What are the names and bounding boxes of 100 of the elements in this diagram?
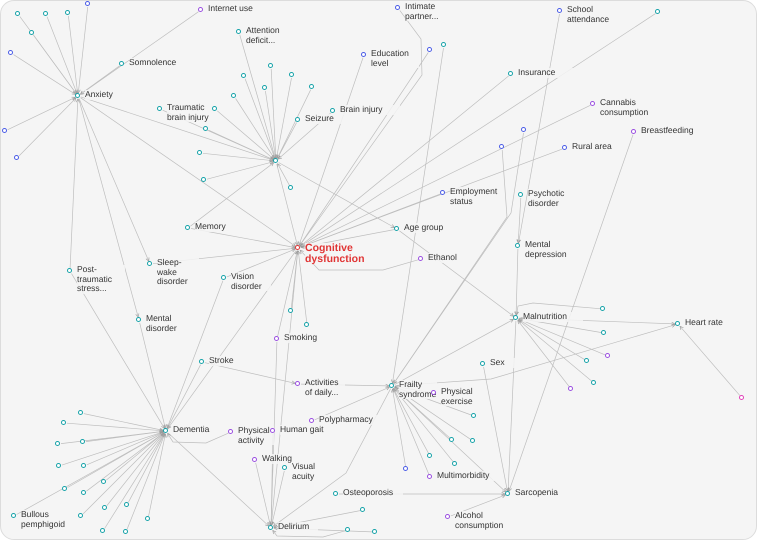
arrow: [71, 273, 165, 429]
arrow: [82, 432, 164, 514]
arrow: [166, 280, 224, 429]
arrow: [508, 134, 634, 492]
arrow: [394, 319, 514, 385]
arrow: [299, 10, 422, 246]
arrow: [270, 470, 285, 526]
arrow: [300, 76, 510, 246]
node-label: Post-traumatic stress...: [77, 265, 125, 294]
arrow: [128, 433, 165, 503]
arrow: [393, 388, 429, 454]
arrow: [13, 54, 76, 95]
arrow: [76, 6, 88, 94]
node-label: Frailty syndrome: [399, 380, 437, 399]
arrow: [273, 388, 391, 527]
node-label: Activities of daily...: [305, 378, 345, 397]
arrow: [68, 16, 80, 94]
arrow: [239, 34, 276, 158]
arrow: [126, 433, 166, 530]
arrow: [518, 318, 606, 356]
arrow: [299, 52, 429, 246]
arrow: [104, 433, 165, 529]
arrow: [314, 386, 390, 420]
arrow: [680, 326, 740, 396]
arrow: [276, 164, 298, 246]
arrow: [139, 322, 166, 428]
arrow: [190, 162, 274, 227]
arrow: [62, 431, 164, 466]
arrow: [265, 90, 278, 158]
arrow: [226, 248, 296, 278]
arrow: [300, 148, 563, 248]
arrow: [391, 48, 444, 384]
arrow: [296, 250, 308, 322]
arrow: [277, 122, 297, 159]
node-label: Physical activity: [238, 426, 274, 445]
node-label: Intimate partner...: [405, 2, 441, 21]
arrow: [235, 98, 275, 159]
arrow: [202, 152, 274, 162]
node-label: Alcohol consumption: [455, 511, 505, 530]
arrow: [506, 320, 516, 492]
arrow: [66, 422, 164, 433]
arrow: [517, 320, 570, 387]
arrow: [391, 388, 406, 466]
arrow: [483, 366, 509, 492]
arrow: [78, 98, 140, 318]
arrow: [277, 163, 290, 186]
node-label: Brain injury: [340, 105, 400, 114]
arrow: [70, 98, 80, 268]
arrow: [269, 342, 278, 526]
arrow: [80, 65, 120, 95]
arrow: [167, 364, 201, 429]
arrow: [255, 462, 272, 526]
arrow: [300, 13, 656, 247]
arrow: [86, 432, 164, 466]
node-label: Education level: [371, 49, 419, 68]
arrow: [167, 250, 297, 429]
arrow: [18, 98, 76, 156]
arrow: [394, 388, 454, 462]
arrow: [78, 98, 150, 262]
arrow: [33, 35, 77, 94]
arrow: [514, 248, 518, 316]
arrow: [399, 230, 514, 317]
arrow: [168, 432, 270, 526]
node-label: Osteoporosis: [343, 488, 403, 498]
node-label: Sleep-wake disorder: [157, 258, 199, 286]
arrow: [277, 250, 298, 336]
arrow: [276, 89, 312, 159]
node-label: Malnutrition: [523, 312, 583, 322]
arrow: [86, 430, 164, 442]
arrow: [516, 198, 522, 244]
arrow: [518, 320, 592, 382]
arrow: [106, 433, 164, 506]
arrow: [80, 97, 296, 247]
arrow: [394, 388, 450, 438]
arrow: [272, 530, 346, 538]
arrow: [393, 132, 524, 384]
arrow: [300, 104, 591, 248]
arrow: [275, 78, 292, 158]
node-label: Vision disorder: [231, 272, 271, 291]
arrow: [298, 57, 364, 246]
arrow: [167, 432, 229, 444]
arrow: [84, 413, 164, 432]
arrow: [148, 434, 167, 516]
arrow: [204, 362, 296, 384]
arrow: [46, 16, 78, 94]
arrow: [515, 302, 600, 316]
arrow: [393, 150, 508, 384]
arrow: [300, 250, 418, 270]
arrow: [80, 11, 199, 95]
arrow: [208, 130, 274, 160]
arrow: [278, 162, 395, 228]
arrow: [206, 160, 274, 180]
arrow: [7, 96, 76, 130]
node-label: Delirium: [278, 522, 318, 532]
arrow: [290, 250, 300, 308]
arrow: [392, 388, 430, 475]
arrow: [518, 319, 585, 360]
arrow: [216, 110, 274, 160]
arrow: [80, 96, 274, 161]
node-label: Seizure: [305, 114, 345, 124]
